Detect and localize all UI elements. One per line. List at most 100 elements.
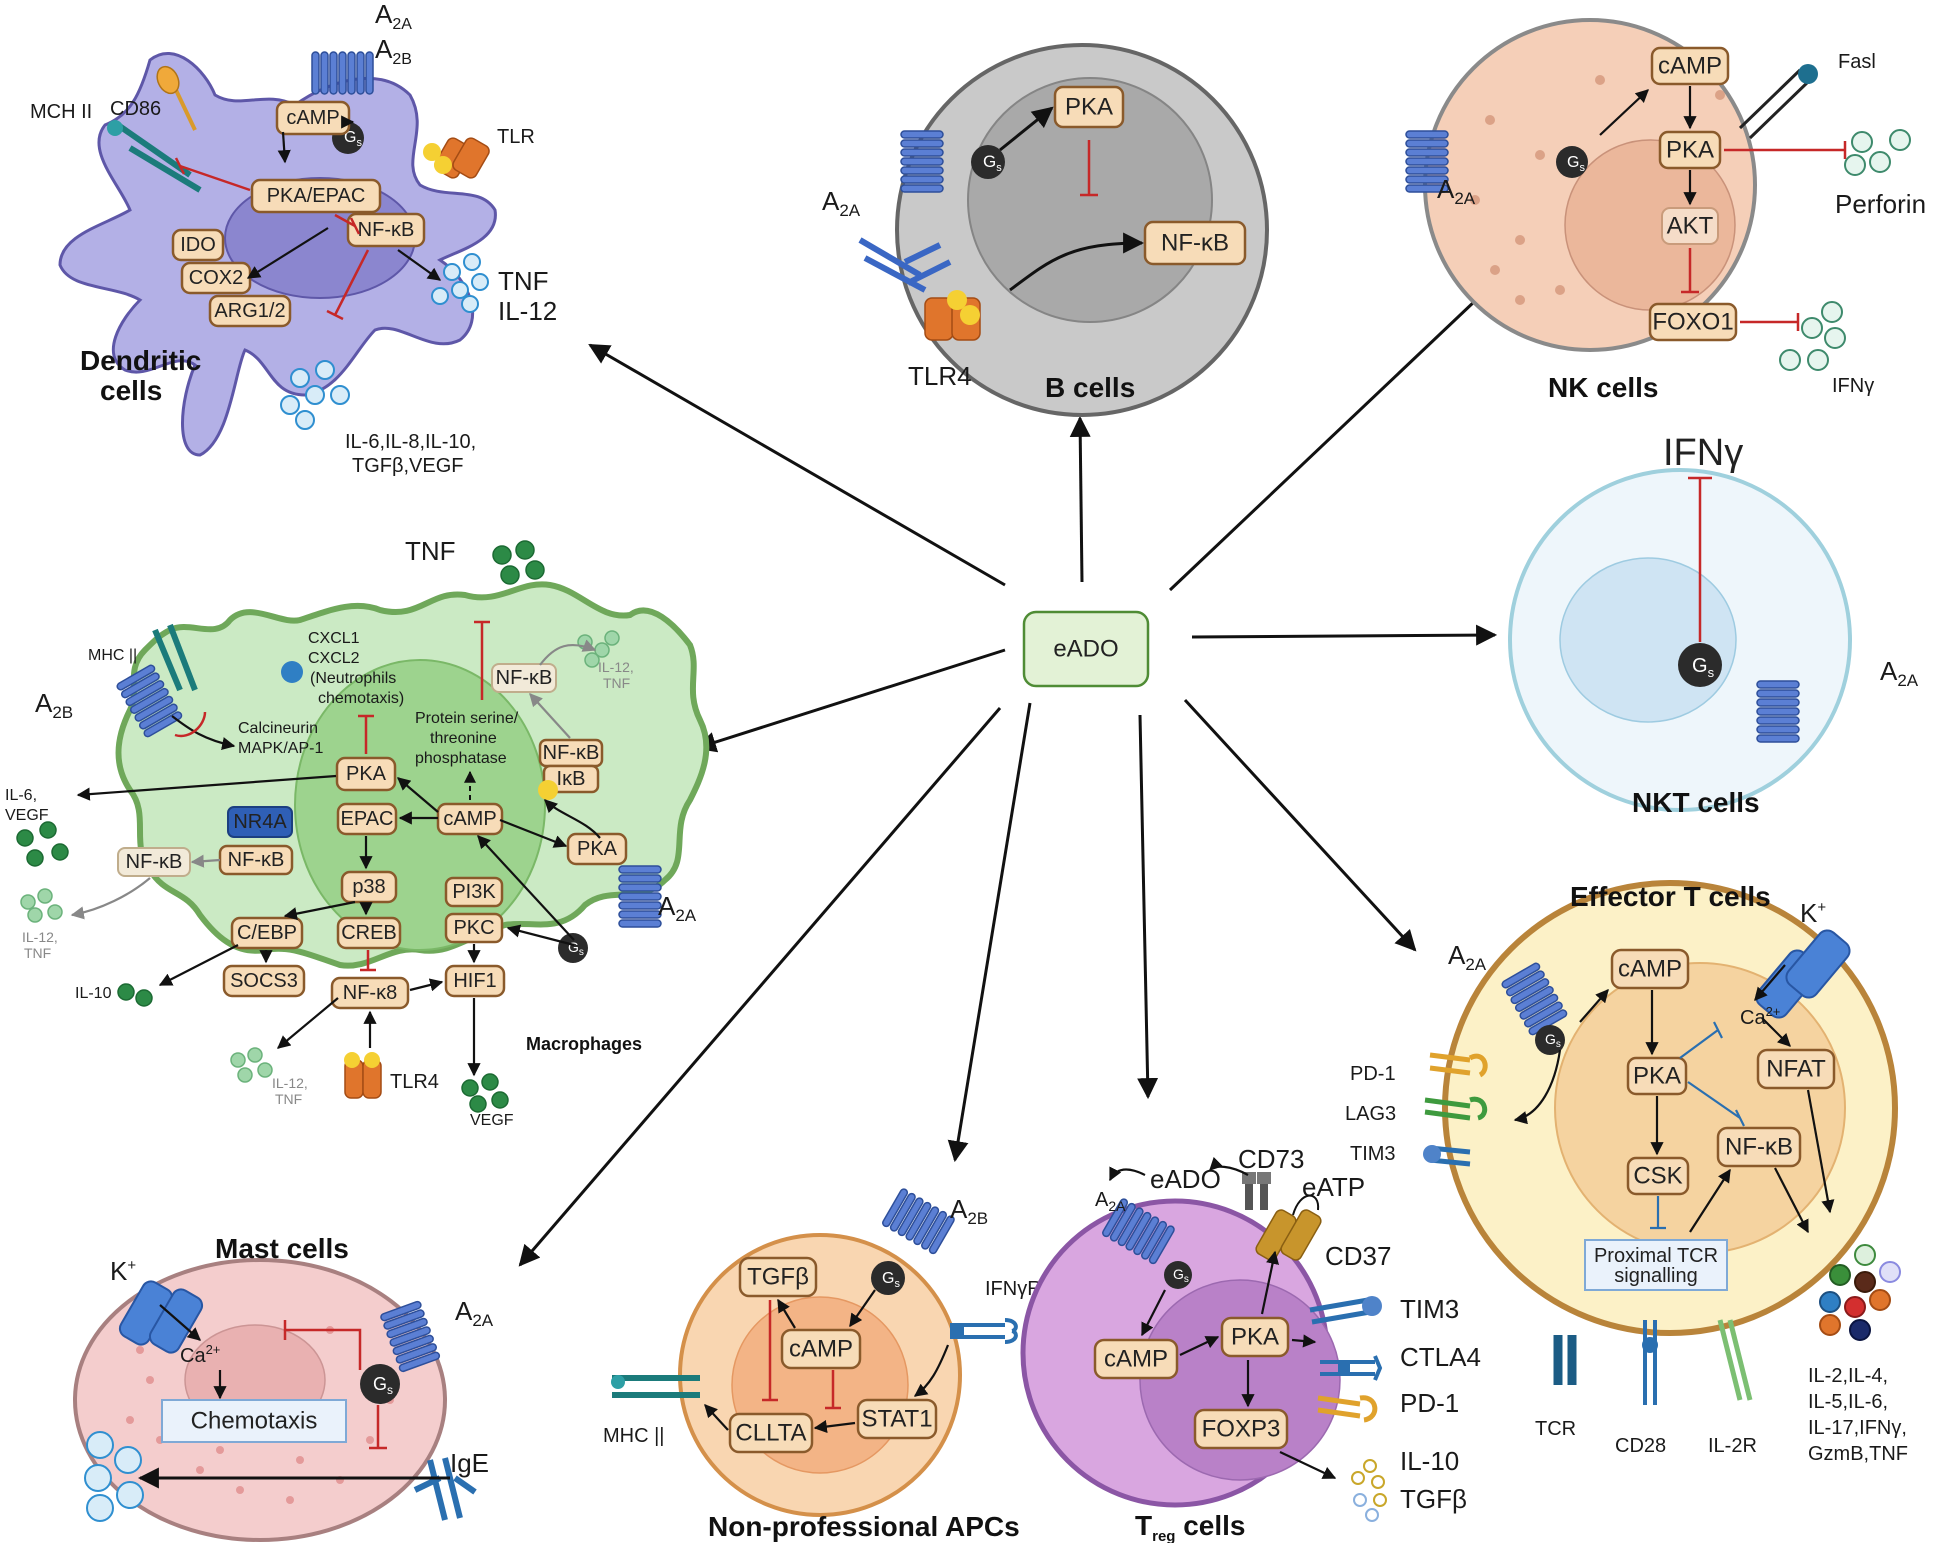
mac-nfkb: NF-κB <box>543 742 600 764</box>
eff-gs: Gs <box>1545 1031 1561 1050</box>
nkt-gs: Gs <box>1692 655 1715 680</box>
mac-hif1: HIF1 <box>453 970 496 992</box>
nkt-ifng: IFNγ <box>1663 432 1743 474</box>
mac-nfk8: NF-κ8 <box>343 982 397 1004</box>
dc-a2a-label: A2A <box>375 0 412 33</box>
apc-camp: cAMP <box>789 1336 853 1363</box>
mac-gs: Gs <box>568 939 584 958</box>
dc-camp: cAMP <box>286 107 339 129</box>
dc-cox2: COX2 <box>189 267 243 289</box>
apc-gs: Gs <box>882 1270 900 1290</box>
mast-title: Mast cells <box>215 1233 349 1264</box>
b-bcr-icon <box>858 237 952 293</box>
mac-il10: IL-10 <box>75 985 112 1002</box>
eff-tcr-label: TCR <box>1535 1418 1576 1440</box>
mast-ige-label: IgE <box>450 1448 489 1478</box>
treg-tgfb: TGFβ <box>1400 1484 1467 1514</box>
dc-tnf: TNF <box>498 266 549 296</box>
treg-gs: Gs <box>1173 1266 1189 1285</box>
treg-cd37-label: CD37 <box>1325 1241 1391 1271</box>
b-a2a-label: A2A <box>822 186 861 220</box>
mast-k-channel-icon <box>118 1280 204 1354</box>
mac-nfkb-faded-top: NF-κB <box>496 667 553 689</box>
eff-nfat: NFAT <box>1766 1056 1826 1083</box>
b-gs: Gs <box>983 152 1002 174</box>
eff-pka: PKA <box>1633 1063 1681 1090</box>
eff-pd1-label: PD-1 <box>1350 1063 1396 1085</box>
mac-a2a-label: A2A <box>658 891 697 925</box>
dc-pka-epac: PKA/EPAC <box>267 185 366 207</box>
mac-pi3k: PI3K <box>452 881 496 903</box>
treg-eado: eADO <box>1150 1164 1221 1194</box>
cd86-icon <box>156 65 197 131</box>
treg-cell: Treg cells A2A Gs eADO CD73 eATP CD37 TI… <box>1020 1144 1481 1543</box>
apc-cllta: CLLTA <box>735 1420 806 1447</box>
mac-nfkb-left: NF-κB <box>228 849 285 871</box>
b-tlr4-label: TLR4 <box>908 361 972 391</box>
mac-il12tnf-b1: IL-12, <box>22 929 58 945</box>
eff-cytokines-3: IL-17,IFNγ, <box>1808 1417 1907 1439</box>
a2a-receptor-icon <box>311 51 374 95</box>
eff-a2a-label: A2A <box>1448 940 1487 974</box>
mac-tlr4-label: TLR4 <box>390 1071 439 1093</box>
mac-tnf: TNF <box>405 536 456 566</box>
b-pka: PKA <box>1065 94 1113 121</box>
mast-a2a-label: A2A <box>455 1296 494 1330</box>
mast-cell: Mast cells K+ Ca2+ Chemotaxis A2A Gs IgE <box>73 1233 494 1542</box>
mac-mhc-label: MHC || <box>88 647 137 664</box>
treg-pd1-label: PD-1 <box>1400 1388 1459 1418</box>
eff-tcr-icon <box>1553 1335 1577 1385</box>
mac-neut2: chemotaxis) <box>318 690 404 707</box>
dendritic-cell: A2A A2B Gs CD86 MCH II TLR cAMP PKA/EPAC… <box>30 0 557 477</box>
dc-il12: IL-12 <box>498 296 557 326</box>
apc-ifngr-icon <box>950 1318 1018 1344</box>
dc-title-1: Dendritic <box>80 345 201 376</box>
effector-t-cell: Effector T cells A2A Gs K+ Ca2+ PD-1 LAG… <box>1345 880 1908 1465</box>
dc-other-cytokines-1: IL-6,IL-8,IL-10, <box>345 431 476 453</box>
treg-tim3-label: TIM3 <box>1400 1294 1459 1324</box>
nk-fasl: Fasl <box>1838 51 1876 73</box>
mac-il6: IL-6, <box>5 787 37 804</box>
nk-cell: A2A Gs Fasl cAMP PKA AKT FOXO1 Perforin … <box>1405 18 1926 403</box>
mhc-ii-label: MCH II <box>30 101 92 123</box>
b-title: B cells <box>1045 372 1135 403</box>
dc-title-2: cells <box>100 375 162 406</box>
treg-cd73-icon <box>1242 1172 1271 1210</box>
eff-cytokine-dots <box>1819 1244 1901 1341</box>
eff-tim3-icon <box>1423 1145 1471 1167</box>
eff-cytokines-2: IL-5,IL-6, <box>1808 1391 1888 1413</box>
mac-vegf-bottom: VEGF <box>470 1112 514 1129</box>
mac-il12tnf-b2: TNF <box>24 945 51 961</box>
treg-pka: PKA <box>1231 1324 1279 1351</box>
apc-mhc-icon <box>611 1375 700 1398</box>
mac-cebp: C/EBP <box>237 922 297 944</box>
mac-pkc: PKC <box>453 917 494 939</box>
eff-cytokines-4: GzmB,TNF <box>1808 1443 1908 1465</box>
tlr-label: TLR <box>497 126 535 148</box>
eff-k: K+ <box>1800 898 1826 928</box>
mac-bottom-faded-dots <box>230 1047 273 1083</box>
mac-camp: cAMP <box>443 808 496 830</box>
mac-title: Macrophages <box>526 1034 642 1054</box>
nk-a2a-label: A2A <box>1437 174 1476 208</box>
nkt-title: NKT cells <box>1632 787 1760 818</box>
apc-a2b-label: A2B <box>950 1194 988 1228</box>
mac-pp2: threonine <box>430 730 497 747</box>
mac-nr4a: NR4A <box>233 811 287 833</box>
dc-ido: IDO <box>180 234 216 256</box>
apc-a2b-receptor-icon <box>880 1187 957 1256</box>
treg-cd73-label: CD73 <box>1238 1144 1304 1174</box>
mac-il10-dots <box>117 983 153 1007</box>
treg-pd1-icon <box>1317 1395 1378 1423</box>
mac-il12tnf-a1: IL-12, <box>598 659 634 675</box>
mac-cxcl1: CXCL1 <box>308 630 360 647</box>
eff-cytokines-1: IL-2,IL-4, <box>1808 1365 1888 1387</box>
mac-tlr4-icon <box>344 1052 382 1099</box>
nk-perforin: Perforin <box>1835 189 1926 219</box>
apc-mhc-label: MHC || <box>603 1425 665 1447</box>
mac-vegf-dots <box>461 1073 509 1113</box>
eff-nfkb: NF-κB <box>1725 1134 1793 1161</box>
nk-title: NK cells <box>1548 372 1659 403</box>
eff-tcr1: Proximal TCR <box>1594 1245 1718 1267</box>
